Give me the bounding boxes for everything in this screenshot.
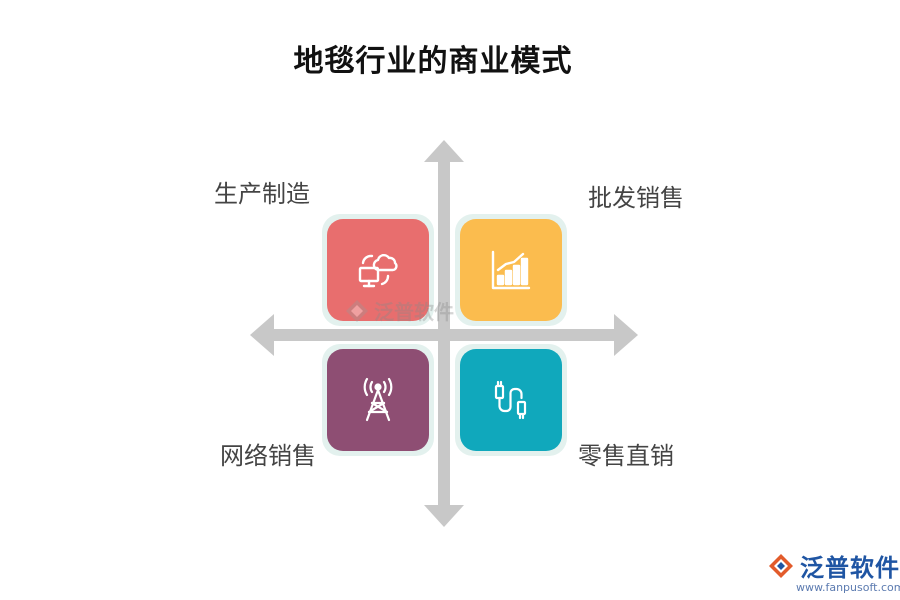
tile-online-sales [322, 344, 434, 456]
label-wholesale: 批发销售 [588, 184, 684, 212]
label-online-sales: 网络销售 [220, 442, 316, 470]
tile-production [322, 214, 434, 326]
brand-name: 泛普软件 [800, 554, 900, 582]
right-arrowhead [614, 314, 638, 356]
usb-cable-icon [494, 380, 527, 420]
horizontal-axis-line [268, 329, 620, 341]
cloud-computer-icon [358, 253, 398, 288]
watermark-logo-icon [346, 299, 368, 322]
down-arrowhead [424, 505, 464, 527]
brand-logo: 泛普软件 www.fanpusoft.com [768, 548, 900, 594]
tile-wholesale [455, 214, 567, 326]
diagram-title: 地毯行业的商业模式 [293, 44, 573, 79]
tile-production-fill [327, 219, 429, 321]
center-watermark: 泛普软件 [344, 296, 454, 325]
left-arrowhead [250, 314, 274, 356]
tile-online-sales-fill [327, 349, 429, 451]
tile-retail [455, 344, 567, 456]
up-arrowhead [424, 140, 464, 162]
signal-tower-icon [363, 377, 393, 422]
tile-wholesale-fill [460, 219, 562, 321]
bar-chart-icon [491, 250, 531, 290]
label-retail: 零售直销 [578, 442, 674, 470]
brand-url: www.fanpusoft.com [796, 581, 900, 594]
label-production: 生产制造 [214, 180, 310, 208]
tile-retail-fill [460, 349, 562, 451]
watermark-text: 泛普软件 [374, 300, 454, 324]
brand-logo-icon [769, 553, 793, 578]
